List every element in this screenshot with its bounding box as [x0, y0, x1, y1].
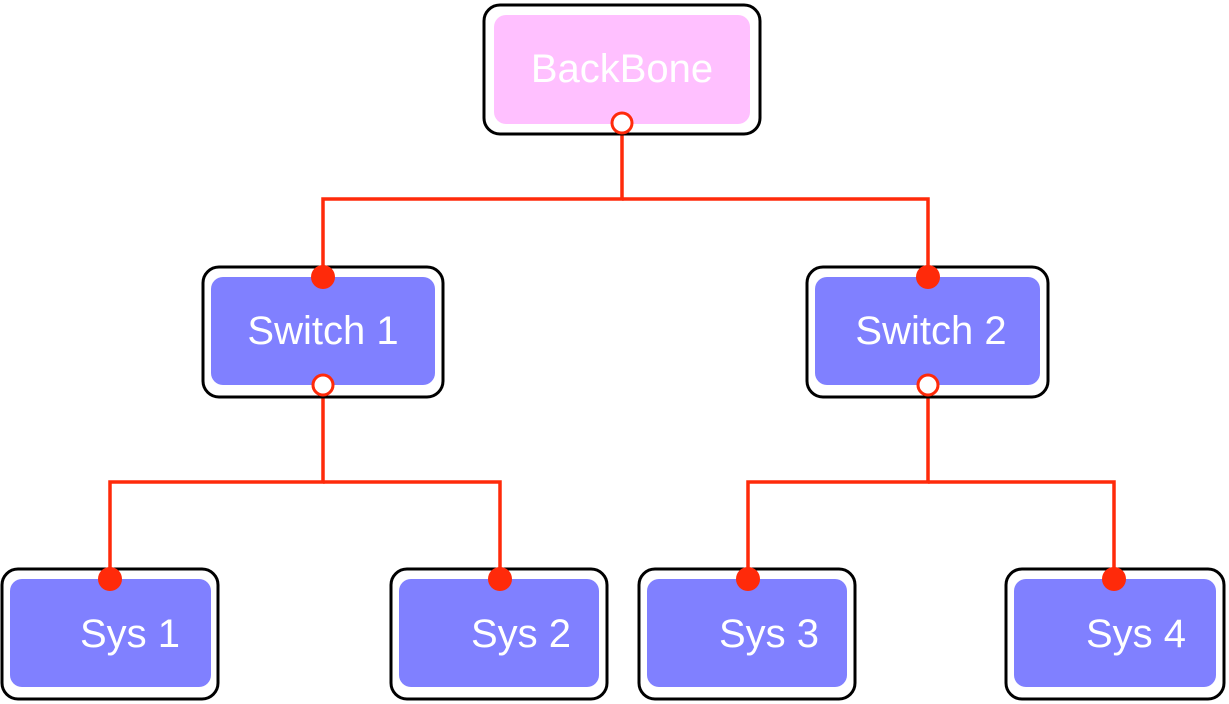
node-label-backbone: BackBone: [531, 47, 713, 91]
node-label-sys2: Sys 2: [471, 612, 571, 656]
port-out-switch1[interactable]: [311, 373, 335, 397]
edge-switch1-sys1: [108, 385, 325, 579]
ports: [98, 111, 1126, 591]
port-in-switch2[interactable]: [916, 265, 940, 289]
port-out-switch2[interactable]: [916, 373, 940, 397]
port-in-sys3[interactable]: [736, 567, 760, 591]
port-out-backbone[interactable]: [610, 111, 634, 135]
edge-switch2-sys4: [928, 480, 1116, 579]
edges: [108, 123, 1116, 579]
edge-switch1-sys2: [323, 480, 502, 579]
edge-backbone-switch1: [321, 123, 624, 277]
node-backbone[interactable]: BackBone: [482, 3, 762, 136]
node-switch2[interactable]: Switch 2: [805, 265, 1050, 399]
edge-backbone-switch2: [622, 197, 930, 277]
node-switch1[interactable]: Switch 1: [201, 265, 445, 399]
port-in-switch1[interactable]: [311, 265, 335, 289]
port-in-sys2[interactable]: [488, 567, 512, 591]
node-sys1[interactable]: Sys 1: [0, 567, 220, 701]
node-label-sys4: Sys 4: [1086, 612, 1186, 656]
node-sys3[interactable]: Sys 3: [637, 567, 857, 701]
node-label-sys1: Sys 1: [80, 612, 180, 656]
node-sys2[interactable]: Sys 2: [389, 567, 609, 701]
port-in-sys1[interactable]: [98, 567, 122, 591]
node-label-sys3: Sys 3: [719, 612, 819, 656]
node-label-switch1: Switch 1: [247, 309, 398, 353]
port-in-sys4[interactable]: [1102, 567, 1126, 591]
node-sys4[interactable]: Sys 4: [1004, 567, 1226, 701]
node-label-switch2: Switch 2: [855, 309, 1006, 353]
edge-switch2-sys3: [746, 385, 930, 579]
